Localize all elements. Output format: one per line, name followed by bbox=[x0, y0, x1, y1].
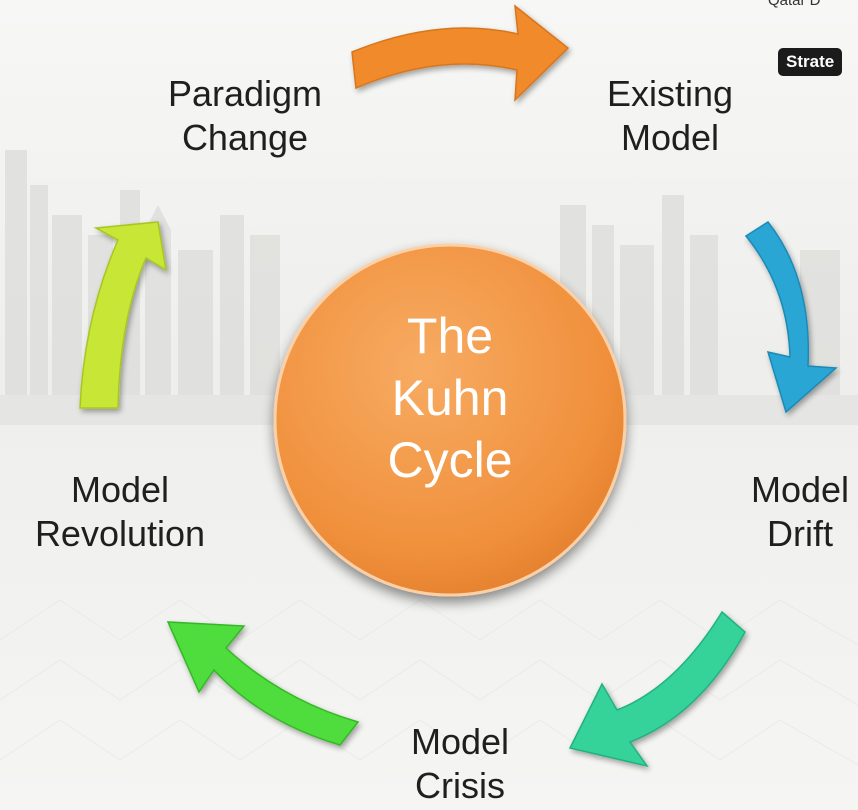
stage-label-line: Model bbox=[620, 117, 720, 158]
stage-label-line: Model bbox=[750, 469, 850, 510]
stage-label-paradigm-change: Paradigm Change bbox=[130, 72, 360, 160]
center-title: The Kuhn Cycle bbox=[350, 305, 550, 491]
stage-label-line: Drift bbox=[767, 513, 833, 554]
stage-label-line: Paradigm bbox=[167, 73, 323, 114]
arrow-paradigm-to-existing bbox=[351, 4, 570, 102]
arrow-revolution-to-paradigm bbox=[79, 221, 168, 409]
organization-name-fragment: Qatar D bbox=[768, 0, 821, 9]
stage-label-model-drift: Model Drift bbox=[700, 468, 858, 556]
stage-label-line: Revolution bbox=[34, 513, 206, 554]
arrow-drift-to-crisis bbox=[568, 610, 746, 768]
stage-label-line: Crisis bbox=[415, 765, 505, 806]
arrow-crisis-to-revolution bbox=[166, 621, 360, 746]
center-title-line-3: Cycle bbox=[387, 432, 513, 488]
stage-label-model-crisis: Model Crisis bbox=[345, 720, 575, 808]
strategy-badge: Strate bbox=[778, 48, 843, 76]
stage-label-line: Model bbox=[70, 469, 170, 510]
center-title-line-2: Kuhn bbox=[391, 370, 509, 426]
stage-label-model-revolution: Model Revolution bbox=[0, 468, 240, 556]
stage-label-existing-model: Existing Model bbox=[555, 72, 785, 160]
stage-label-line: Existing bbox=[606, 73, 734, 114]
stage-label-line: Model bbox=[410, 721, 510, 762]
center-title-line-1: The bbox=[406, 308, 494, 364]
stage-label-line: Change bbox=[181, 117, 309, 158]
center-circle bbox=[273, 243, 627, 597]
arrow-existing-to-drift bbox=[744, 221, 838, 414]
